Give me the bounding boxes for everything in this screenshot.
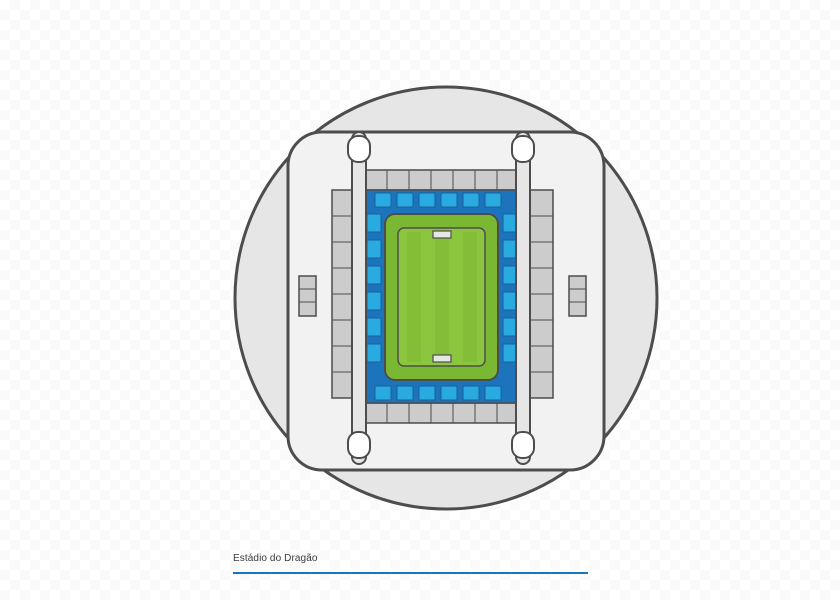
goal-bottom — [432, 354, 452, 363]
side-gate-dividers — [299, 288, 586, 303]
pillar-caps — [347, 135, 535, 459]
caption-underline — [233, 572, 588, 574]
goal-top — [432, 230, 452, 239]
pitch-stripes — [407, 232, 477, 362]
stadium-pillars — [351, 131, 531, 465]
outer-stand-dividers — [332, 170, 553, 423]
side-gates — [298, 275, 587, 317]
stadium-caption: Estádio do Dragão — [233, 553, 318, 564]
